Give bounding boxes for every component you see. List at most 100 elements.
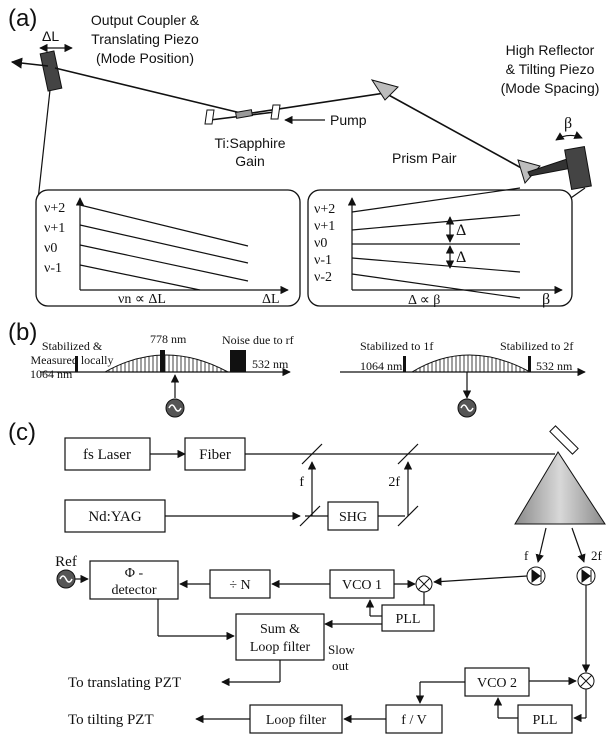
right-x-end-label: β xyxy=(542,291,550,308)
vco2-label: VCO 2 xyxy=(477,676,517,691)
fv-label: f / V xyxy=(401,713,426,728)
output-beam xyxy=(10,57,49,69)
fs-laser-block xyxy=(64,437,151,471)
fv-block xyxy=(385,704,443,734)
ti-sapphire-crystal xyxy=(235,109,253,119)
right-532-label: 532 nm xyxy=(536,359,573,373)
prism-1 xyxy=(370,79,399,101)
combiner-f xyxy=(301,443,323,465)
panel-b-label: (b) xyxy=(8,319,37,346)
cavity-beam-to-prism1 xyxy=(244,92,386,115)
svg-text:(Mode Position): (Mode Position) xyxy=(96,50,194,66)
right-y-label-0: ν0 xyxy=(314,236,327,251)
left-y-label-p1: ν+1 xyxy=(44,221,65,236)
slow-label: Slow xyxy=(328,642,355,657)
left-x-label: νn ∝ ΔL xyxy=(118,292,166,307)
spectrum-right xyxy=(340,354,586,418)
spectrum-left xyxy=(40,350,291,418)
reflector-label: High Reflector & Tilting Piezo (Mode Spa… xyxy=(501,42,600,96)
tilt-arrow xyxy=(555,131,583,141)
phi-label: Φ - xyxy=(125,566,144,581)
loop-filter-label: Loop filter xyxy=(266,713,327,728)
shg-block xyxy=(327,501,379,531)
svg-text:Output Coupler &: Output Coupler & xyxy=(91,12,200,28)
right-1064-label: 1064 nm xyxy=(360,359,403,373)
right-y-label-m2: ν-2 xyxy=(314,270,332,285)
fiber-block xyxy=(184,437,246,471)
combiner-2f xyxy=(397,443,419,465)
coupler-label: Output Coupler & Translating Piezo (Mode… xyxy=(91,12,200,66)
mode-spacing-inset: ν+2 ν+1 ν0 ν-1 ν-2 Δ Δ Δ ∝ β β xyxy=(307,187,573,308)
mirror-2f xyxy=(397,505,419,527)
left-y-label-p2: ν+2 xyxy=(44,201,65,216)
svg-text:High Reflector: High Reflector xyxy=(506,42,595,58)
left-y-label-0: ν0 xyxy=(44,241,57,256)
stab-2f-label: Stabilized to 2f xyxy=(500,339,573,353)
beta-label: β xyxy=(564,115,572,132)
svg-text:Ti:Sapphire: Ti:Sapphire xyxy=(214,135,285,151)
delta-label-upper: Δ xyxy=(456,222,466,239)
left-inset-connector xyxy=(37,89,51,201)
output-coupler-mirror xyxy=(39,50,63,92)
right-x-label: Δ ∝ β xyxy=(408,293,440,308)
left-x-end-label: ΔL xyxy=(262,292,280,307)
stab-1f-label: Stabilized to 1f xyxy=(360,339,433,353)
svg-text:Gain: Gain xyxy=(235,153,265,169)
gain-label: Ti:Sapphire Gain xyxy=(214,135,285,169)
2f-label: 2f xyxy=(388,475,400,490)
loop-filter-label-1: Loop filter xyxy=(250,640,311,655)
shg-label: SHG xyxy=(339,510,367,525)
f-branch-label: f xyxy=(524,548,529,563)
grating xyxy=(549,425,579,455)
noise-label: Noise due to rf xyxy=(222,333,294,347)
to-translating-label: To translating PZT xyxy=(68,675,181,691)
panel-c-label: (c) xyxy=(8,419,36,446)
pll1-label: PLL xyxy=(396,612,421,627)
stab-local-label-1: Stabilized & xyxy=(42,339,103,353)
detector-label: detector xyxy=(111,583,156,598)
fold-mirror-left xyxy=(204,109,215,125)
left-778-label: 778 nm xyxy=(150,332,187,346)
phi-detector-block xyxy=(89,560,179,600)
2f-branch-label: 2f xyxy=(591,548,603,563)
ref-label: Ref xyxy=(55,554,77,570)
cavity-beam-prisms xyxy=(384,92,526,171)
fs-laser-label: fs Laser xyxy=(83,447,131,463)
sum-label: Sum & xyxy=(260,622,300,637)
right-y-label-p2: ν+2 xyxy=(314,202,335,217)
to-tilting-label: To tilting PZT xyxy=(68,712,154,728)
pll2-label: PLL xyxy=(533,713,558,728)
svg-text:Translating Piezo: Translating Piezo xyxy=(91,31,199,47)
pump-label: Pump xyxy=(330,112,367,128)
pll1-block xyxy=(381,604,435,632)
divide-n-label: ÷ N xyxy=(229,578,250,593)
f-label: f xyxy=(299,475,304,490)
pll2-block xyxy=(517,704,573,734)
right-y-label-p1: ν+1 xyxy=(314,219,335,234)
fold-mirror-right xyxy=(270,104,281,120)
stab-local-label-2: Measured locally xyxy=(31,353,114,367)
mode-position-inset: ν+2 ν+1 ν0 ν-1 νn ∝ ΔL ΔL xyxy=(35,189,301,307)
pd-f-to-mixer xyxy=(433,575,528,586)
out-label: out xyxy=(332,658,349,673)
ndyag-label: Nd:YAG xyxy=(88,509,142,525)
delta-label-lower: Δ xyxy=(456,249,466,266)
2f-branch xyxy=(571,527,586,563)
left-1064-label: 1064 nm xyxy=(30,367,73,381)
loop-filter-block xyxy=(249,704,343,734)
splitter-1 xyxy=(299,505,321,527)
fiber-label: Fiber xyxy=(199,447,231,463)
left-532-label: 532 nm xyxy=(252,357,289,371)
vco2-block xyxy=(464,667,530,697)
prism-pair-label: Prism Pair xyxy=(392,150,457,166)
cavity-beam-left xyxy=(54,67,246,115)
svg-text:(Mode Spacing): (Mode Spacing) xyxy=(501,80,600,96)
svg-text:& Tilting Piezo: & Tilting Piezo xyxy=(506,61,595,77)
high-reflector-mirror xyxy=(564,145,592,191)
left-y-label-m1: ν-1 xyxy=(44,261,62,276)
dispersion-cone xyxy=(514,451,606,525)
panel-a-label: (a) xyxy=(8,5,37,32)
f-branch xyxy=(535,527,547,563)
right-y-label-m1: ν-1 xyxy=(314,253,332,268)
